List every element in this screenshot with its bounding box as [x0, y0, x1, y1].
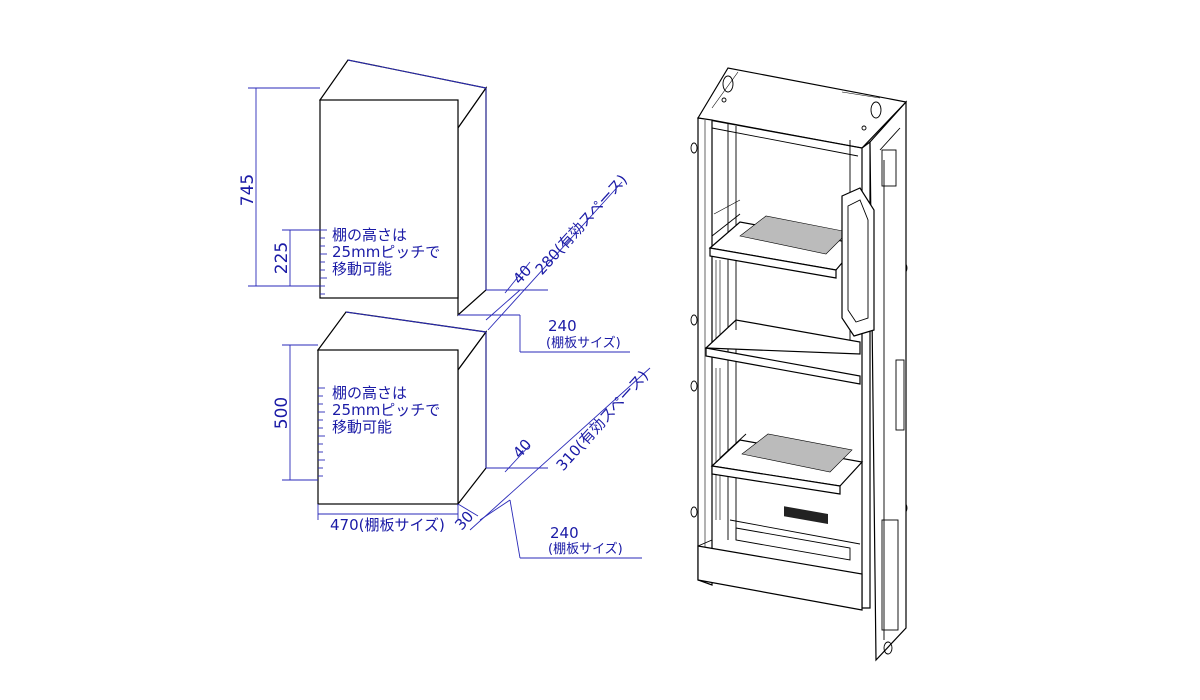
lower-shelf-size-label: (棚板サイズ) — [548, 541, 623, 557]
lower-note: 棚の高さは 25mmピッチで 移動可能 — [332, 384, 440, 436]
lower-width-dimension: 470(棚板サイズ) — [317, 504, 459, 534]
upper-shelf-size-label: (棚板サイズ) — [546, 335, 621, 351]
lower-width-label: 470(棚板サイズ) — [330, 516, 445, 534]
lower-box — [316, 311, 488, 506]
left-slot-strip — [715, 260, 721, 520]
open-door — [841, 100, 907, 662]
upper-pitch-dimension: 225 — [272, 229, 320, 286]
cabinet-illustration — [690, 67, 908, 662]
upper-shelf — [708, 199, 860, 279]
upper-pitch-ticks — [320, 229, 327, 295]
upper-pitch-label: 225 — [272, 242, 292, 274]
upper-note-line-1: 棚の高さは — [332, 226, 407, 244]
lower-depth-space-label: 310(有効スペース) — [553, 367, 652, 475]
upper-note-line-2: 25mmピッチで — [332, 243, 440, 261]
middle-frame — [704, 319, 861, 385]
upper-height-dimension: 745 — [238, 87, 320, 287]
lower-front-offset-label: 30 — [451, 508, 477, 534]
lower-pitch-ticks — [318, 387, 325, 477]
lower-note-line-2: 25mmピッチで — [332, 401, 440, 419]
lower-shelf — [710, 433, 864, 495]
upper-height-label: 745 — [238, 174, 258, 206]
cabinet-plinth — [697, 506, 863, 611]
lower-note-line-1: 棚の高さは — [332, 384, 407, 402]
lower-note-line-3: 移動可能 — [332, 418, 392, 436]
upper-note-line-3: 移動可能 — [332, 260, 392, 278]
upper-shelf-width-label: 240 — [548, 317, 577, 335]
upper-box — [318, 59, 488, 317]
lower-height-dimension: 500 — [272, 344, 318, 481]
upper-note: 棚の高さは 25mmピッチで 移動可能 — [332, 226, 440, 278]
lower-shelf-width-label: 240 — [550, 524, 579, 542]
lower-height-label: 500 — [272, 397, 292, 429]
upper-depth-space-label: 280(有効スペース) — [532, 171, 631, 279]
lower-depth-offset-label: 40 — [509, 436, 535, 462]
